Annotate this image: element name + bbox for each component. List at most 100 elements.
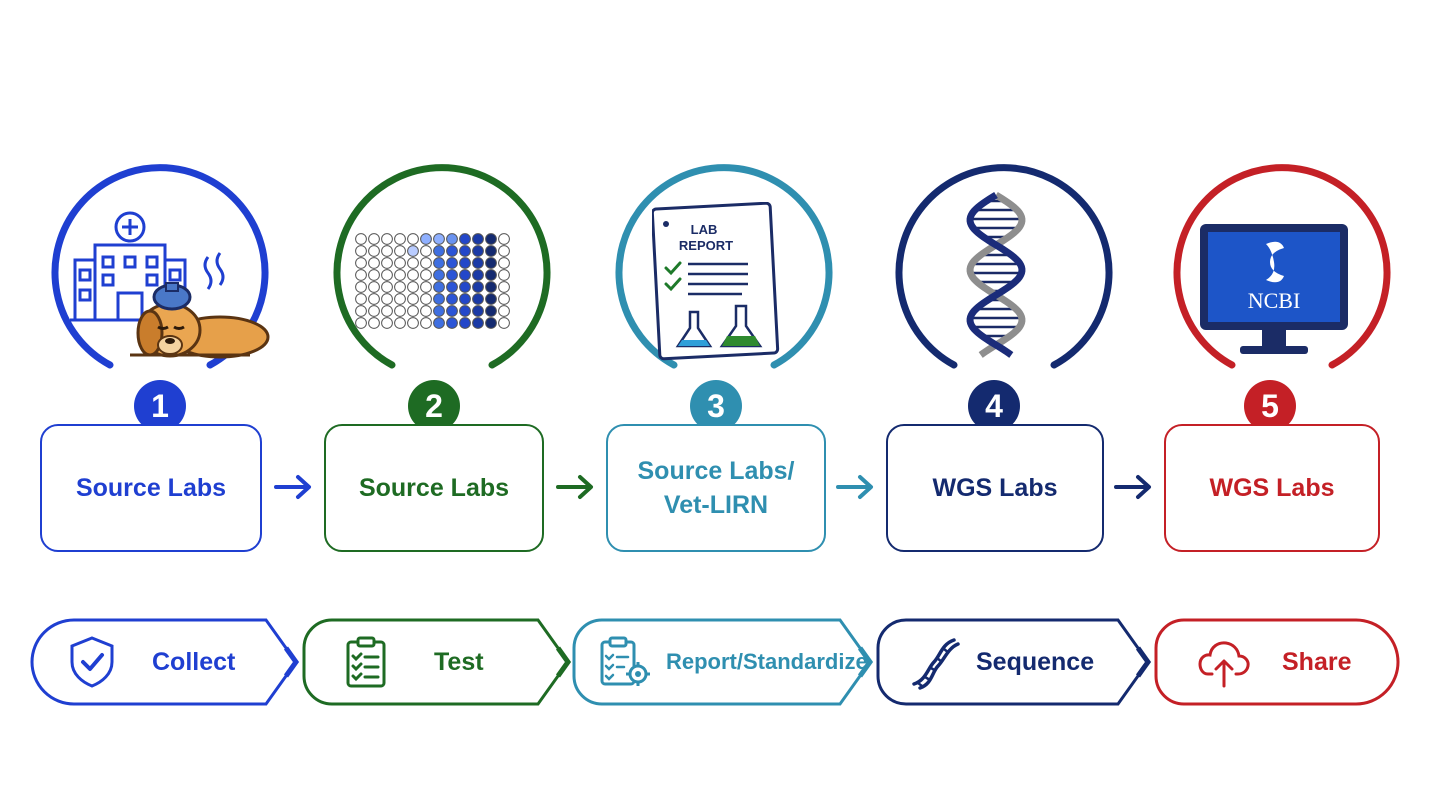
arrow-right-icon bbox=[1114, 475, 1151, 499]
plate-well bbox=[498, 281, 510, 293]
plate-well bbox=[381, 293, 393, 305]
plate-well bbox=[381, 269, 393, 281]
report-title-line2: REPORT bbox=[679, 238, 733, 253]
plate-well bbox=[446, 245, 458, 257]
plate-well bbox=[420, 305, 432, 317]
plate-well bbox=[485, 317, 497, 329]
plate-well bbox=[394, 293, 406, 305]
plate-well bbox=[407, 293, 419, 305]
step-lab-label: WGS Labs bbox=[1164, 424, 1380, 552]
action-label: Sequence bbox=[976, 648, 1095, 676]
plate-well bbox=[472, 233, 484, 245]
plate-well bbox=[498, 293, 510, 305]
plate-well bbox=[420, 245, 432, 257]
checklist-gear-icon bbox=[600, 636, 650, 686]
plate-well bbox=[459, 317, 471, 329]
action-label: Report/Standardize bbox=[666, 649, 868, 674]
plate-well bbox=[407, 305, 419, 317]
plate-well bbox=[368, 305, 380, 317]
step-2: 2 Source Labs bbox=[322, 0, 562, 560]
plate-well bbox=[394, 305, 406, 317]
plate-well bbox=[368, 233, 380, 245]
plate-well bbox=[472, 245, 484, 257]
plate-well bbox=[433, 293, 445, 305]
plate-well bbox=[446, 257, 458, 269]
plate-well bbox=[446, 305, 458, 317]
plate-well bbox=[459, 233, 471, 245]
plate-well bbox=[433, 269, 445, 281]
action-pill-report: Report/Standardize bbox=[572, 618, 874, 706]
plate-well bbox=[446, 269, 458, 281]
plate-well bbox=[394, 317, 406, 329]
step-number-badge: 5 bbox=[1244, 380, 1296, 432]
step-number-badge: 3 bbox=[690, 380, 742, 432]
action-label: Share bbox=[1282, 648, 1352, 676]
step-5: NCBI 5 WGS Labs bbox=[1162, 0, 1402, 560]
monitor-text: NCBI bbox=[1248, 288, 1301, 313]
plate-well bbox=[485, 269, 497, 281]
arrow-right-icon bbox=[274, 475, 311, 499]
plate-well bbox=[407, 317, 419, 329]
plate-well bbox=[407, 257, 419, 269]
plate-well bbox=[498, 317, 510, 329]
plate-well bbox=[355, 257, 367, 269]
shield-check-icon bbox=[70, 636, 114, 688]
plate-well bbox=[420, 269, 432, 281]
plate-well bbox=[498, 305, 510, 317]
plate-well bbox=[472, 281, 484, 293]
dna-icon bbox=[912, 638, 960, 690]
plate-well bbox=[459, 293, 471, 305]
plate-well bbox=[433, 317, 445, 329]
step-lab-label: Source Labs bbox=[40, 424, 262, 552]
plate-well bbox=[433, 281, 445, 293]
plate-well bbox=[472, 257, 484, 269]
plate-well bbox=[381, 305, 393, 317]
plate-well bbox=[368, 257, 380, 269]
plate-well bbox=[420, 293, 432, 305]
plate-well bbox=[368, 281, 380, 293]
plate-well bbox=[446, 317, 458, 329]
plate-well bbox=[472, 317, 484, 329]
action-pill-sequence: Sequence bbox=[876, 618, 1152, 706]
plate-well bbox=[485, 233, 497, 245]
plate-well bbox=[433, 305, 445, 317]
lab-report-illustration: LAB REPORT bbox=[652, 202, 780, 361]
plate-well bbox=[485, 245, 497, 257]
plate-well bbox=[407, 281, 419, 293]
dna-strand bbox=[966, 192, 1026, 358]
plate-well bbox=[407, 233, 419, 245]
plate-well bbox=[355, 305, 367, 317]
arrow-right-icon bbox=[556, 475, 593, 499]
dna-helix-illustration bbox=[966, 192, 1026, 358]
step-4: 4 WGS Labs bbox=[884, 0, 1124, 560]
plate-well bbox=[368, 317, 380, 329]
plate-well bbox=[394, 281, 406, 293]
plate-well bbox=[394, 233, 406, 245]
plate-well bbox=[485, 257, 497, 269]
well-plate-illustration bbox=[355, 233, 510, 329]
step-2-ring bbox=[333, 164, 551, 369]
plate-well bbox=[485, 305, 497, 317]
plate-well bbox=[433, 233, 445, 245]
plate-well bbox=[446, 281, 458, 293]
plate-well bbox=[485, 293, 497, 305]
plate-well bbox=[381, 317, 393, 329]
plate-well bbox=[381, 245, 393, 257]
ncbi-monitor-illustration: NCBI bbox=[1200, 224, 1348, 354]
report-title-line1: LAB bbox=[691, 222, 718, 237]
action-label: Test bbox=[434, 648, 484, 676]
step-number-badge: 4 bbox=[968, 380, 1020, 432]
plate-well bbox=[420, 257, 432, 269]
plate-well bbox=[472, 269, 484, 281]
plate-well bbox=[420, 317, 432, 329]
plate-well bbox=[368, 269, 380, 281]
step-lab-label: Source Labs/ Vet-LIRN bbox=[606, 424, 826, 552]
plate-well bbox=[472, 305, 484, 317]
plate-well bbox=[498, 233, 510, 245]
plate-well bbox=[433, 245, 445, 257]
plate-well bbox=[394, 245, 406, 257]
plate-well bbox=[459, 245, 471, 257]
plate-well bbox=[355, 293, 367, 305]
plate-well bbox=[394, 257, 406, 269]
